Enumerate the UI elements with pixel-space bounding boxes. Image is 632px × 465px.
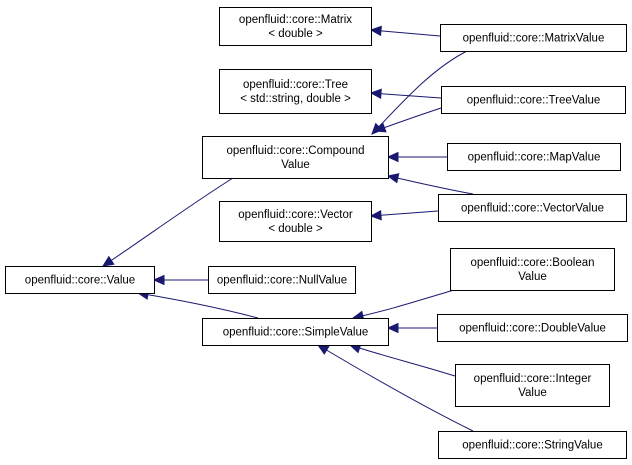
class-label-line: openfluid::core::MapValue	[468, 152, 601, 164]
arrowhead-icon	[369, 209, 382, 221]
class-node-string-value[interactable]: openfluid::core::StringValue	[438, 431, 627, 459]
class-label-line: openfluid::core::Boolean	[470, 257, 594, 269]
edge-compound_value-to-value	[101, 177, 234, 267]
class-node-map-value[interactable]: openfluid::core::MapValue	[447, 143, 621, 171]
class-node-vector-value[interactable]: openfluid::core::VectorValue	[438, 194, 627, 222]
class-box[interactable]	[455, 364, 610, 407]
edge-line	[352, 289, 455, 319]
arrowhead-icon	[373, 122, 387, 133]
edge-tree_value-to-compound_value	[373, 107, 442, 133]
class-label-line: openfluid::core::StringValue	[462, 440, 602, 452]
class-label-line: Value	[518, 387, 547, 399]
class-label-line: openfluid::core::Value	[25, 275, 135, 287]
class-box[interactable]	[202, 318, 389, 346]
class-label-line: Value	[518, 271, 547, 283]
class-node-matrix-value[interactable]: openfluid::core::MatrixValue	[440, 24, 627, 52]
edge-line	[137, 292, 259, 319]
arrowhead-icon	[316, 344, 330, 355]
class-box[interactable]	[438, 431, 627, 459]
edge-line	[387, 175, 474, 195]
class-box[interactable]	[5, 266, 155, 294]
class-box[interactable]	[219, 69, 372, 114]
class-node-double-value[interactable]: openfluid::core::DoubleValue	[437, 314, 628, 342]
class-label-line: openfluid::core::VectorValue	[461, 203, 604, 215]
arrowhead-icon	[386, 322, 399, 334]
class-box[interactable]	[219, 201, 372, 242]
class-box[interactable]	[219, 7, 372, 46]
edge-null_value-to-value	[152, 274, 208, 286]
class-label-line: openfluid::core::Tree	[243, 79, 348, 91]
arrowhead-icon	[369, 25, 382, 37]
edge-tree_value-to-tree_string_double	[369, 88, 442, 100]
edge-integer_value-to-simple_value	[348, 343, 456, 377]
class-box[interactable]	[447, 143, 621, 171]
class-box[interactable]	[202, 136, 389, 179]
edge-map_value-to-compound_value	[386, 151, 447, 163]
class-node-null-value[interactable]: openfluid::core::NullValue	[208, 266, 356, 294]
class-label-line: openfluid::core::Integer	[474, 373, 592, 385]
edge-vector_value-to-compound_value	[386, 173, 474, 195]
edge-line	[102, 177, 234, 267]
class-label-line: openfluid::core::Matrix	[239, 14, 352, 26]
class-box[interactable]	[437, 314, 628, 342]
edge-line	[370, 29, 441, 37]
class-box[interactable]	[208, 266, 356, 294]
arrowhead-icon	[369, 88, 382, 100]
edge-line	[317, 344, 474, 432]
class-label-line: openfluid::core::SimpleValue	[223, 327, 369, 339]
edge-line	[370, 92, 442, 99]
edge-matrix_value-to-matrix_double	[369, 25, 441, 37]
edge-double_value-to-simple_value	[386, 322, 437, 334]
class-label-line: openfluid::core::TreeValue	[467, 95, 601, 107]
nodes-layer: openfluid::core::Matrix< double >openflu…	[5, 7, 628, 459]
class-label-line: openfluid::core::NullValue	[217, 275, 347, 287]
class-label-line: Value	[281, 159, 310, 171]
class-box[interactable]	[441, 86, 626, 114]
edge-string_value-to-simple_value	[316, 344, 474, 432]
class-node-matrix-double[interactable]: openfluid::core::Matrix< double >	[219, 7, 372, 46]
class-label-line: openfluid::core::Vector	[238, 209, 353, 221]
class-box[interactable]	[438, 194, 627, 222]
arrowhead-icon	[386, 151, 399, 163]
edge-line	[349, 344, 456, 377]
class-node-simple-value[interactable]: openfluid::core::SimpleValue	[202, 318, 389, 346]
class-label-line: openfluid::core::DoubleValue	[459, 323, 606, 335]
class-node-tree-string-double[interactable]: openfluid::core::Tree< std::string, doub…	[219, 69, 372, 114]
arrowhead-icon	[152, 274, 165, 286]
edge-line	[370, 210, 439, 217]
arrowhead-icon	[386, 173, 400, 184]
class-label-line: < double >	[268, 223, 323, 235]
class-label-line: openfluid::core::MatrixValue	[463, 33, 605, 45]
edges-layer	[101, 25, 474, 432]
arrowhead-icon	[101, 255, 115, 267]
class-box[interactable]	[440, 24, 627, 52]
class-node-vector-double[interactable]: openfluid::core::Vector< double >	[219, 201, 372, 242]
class-node-value[interactable]: openfluid::core::Value	[5, 266, 155, 294]
class-node-tree-value[interactable]: openfluid::core::TreeValue	[441, 86, 626, 114]
class-label-line: < std::string, double >	[240, 93, 351, 105]
edge-simple_value-to-value	[136, 289, 259, 319]
class-box[interactable]	[450, 248, 615, 291]
class-label-line: < double >	[268, 28, 323, 40]
class-label-line: openfluid::core::Compound	[226, 145, 364, 157]
edge-vector_value-to-vector_double	[369, 209, 439, 221]
